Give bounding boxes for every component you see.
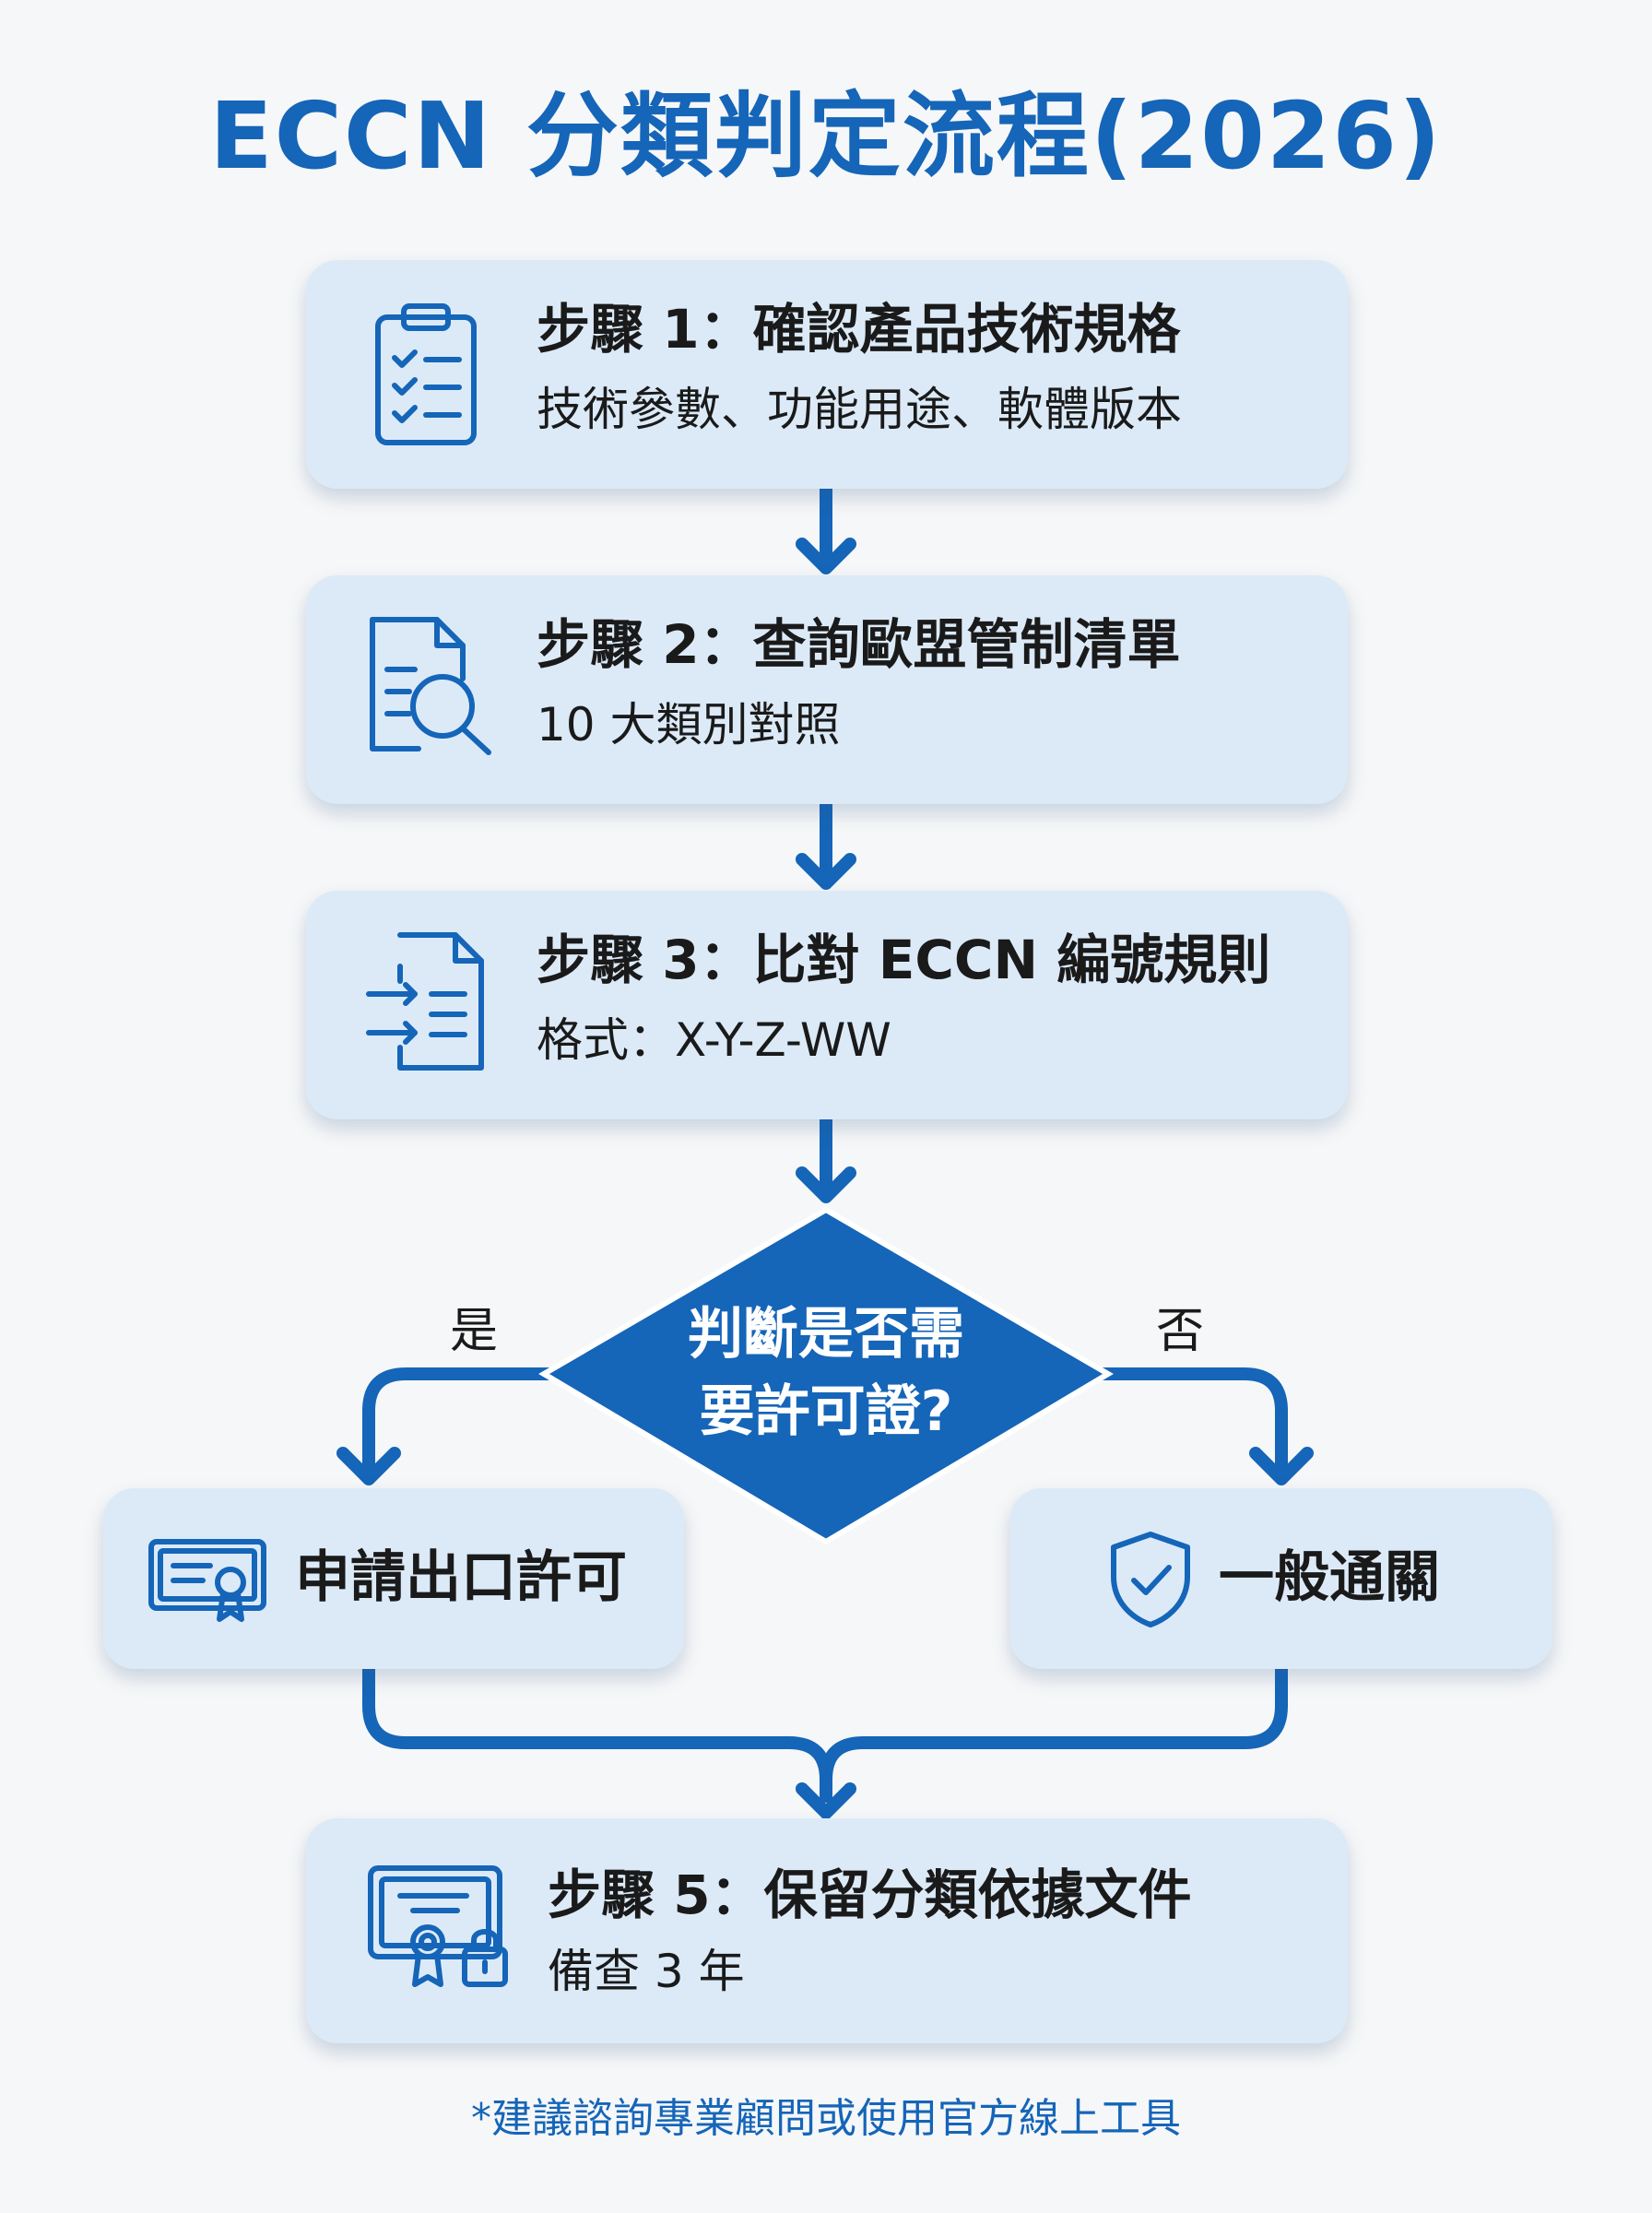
- clipboard-checklist-icon: [375, 303, 477, 445]
- outcome-yes-label: 申請出口許可: [295, 1545, 627, 1610]
- arrowhead-step5: [796, 1782, 856, 1819]
- arrowhead-no: [1249, 1447, 1314, 1485]
- decision-diamond: [538, 1206, 1114, 1545]
- step-1-title: 步驟 1：確認產品技術規格: [537, 298, 1181, 361]
- arrowhead-decision: [796, 1166, 856, 1203]
- step-3-desc: 格式：X-Y-Z-WW: [537, 1013, 891, 1067]
- yes-branch-label: 是: [450, 1304, 499, 1359]
- arrow-decision-yes: [362, 1367, 560, 1473]
- document-compare-icon: [366, 932, 484, 1071]
- step-1-box: 步驟 1：確認產品技術規格 技術參數、功能用途、軟體版本: [306, 260, 1348, 489]
- page-title: ECCN 分類判定流程(2026): [209, 82, 1443, 190]
- step-2-box: 步驟 2：查詢歐盟管制清單 10 大類別對照: [306, 575, 1348, 804]
- outcome-no-label: 一般通關: [1219, 1545, 1440, 1610]
- step-2-title: 步驟 2：查詢歐盟管制清單: [537, 613, 1181, 676]
- document-search-icon: [370, 617, 491, 755]
- merge-line-no: [820, 1663, 1288, 1786]
- outcome-yes-box: 申請出口許可: [103, 1488, 684, 1669]
- outcome-no-box: 一般通關: [1010, 1488, 1552, 1669]
- step-5-desc: 備查 3 年: [548, 1945, 745, 1998]
- arrowhead-yes: [336, 1447, 401, 1485]
- step-5-box: 步驟 5：保留分類依據文件 備查 3 年: [306, 1818, 1348, 2043]
- certificate-icon: [148, 1539, 266, 1622]
- step-3-title: 步驟 3：比對 ECCN 編號規則: [537, 929, 1271, 991]
- decision-line-2: 要許可證?: [699, 1379, 953, 1444]
- step-1-desc: 技術參數、功能用途、軟體版本: [537, 383, 1182, 436]
- step-3-box: 步驟 3：比對 ECCN 編號規則 格式：X-Y-Z-WW: [306, 891, 1348, 1119]
- no-branch-label: 否: [1156, 1304, 1205, 1359]
- footnote: *建議諮詢專業顧問或使用官方線上工具: [471, 2095, 1181, 2142]
- merge-line-yes: [362, 1663, 832, 1786]
- arrowhead-step3: [796, 853, 856, 890]
- arrowhead-step2: [796, 538, 856, 574]
- shield-check-icon: [1111, 1532, 1190, 1627]
- arrow-decision-no: [1092, 1367, 1288, 1473]
- step-2-desc: 10 大類別對照: [537, 698, 841, 751]
- certificate-lock-icon: [368, 1865, 508, 1987]
- decision-line-1: 判斷是否需: [688, 1302, 964, 1367]
- decision-label: 判斷是否需 要許可證?: [549, 1296, 1103, 1450]
- step-5-title: 步驟 5：保留分類依據文件: [548, 1864, 1192, 1926]
